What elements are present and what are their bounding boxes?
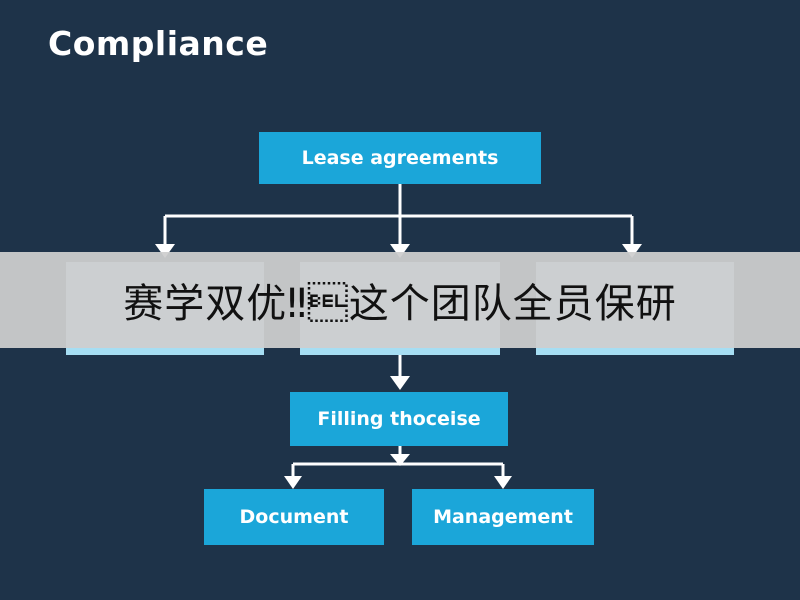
page-title: Compliance: [48, 24, 269, 63]
node-lease-agreements-label: Lease agreements: [301, 147, 499, 169]
node-document-label: Document: [239, 506, 349, 528]
overlay-banner-text: 赛学双优‼这个团队全员保研: [123, 281, 677, 327]
node-document: Document: [204, 489, 384, 545]
node-lease-agreements: Lease agreements: [259, 132, 541, 184]
overlay-banner: 赛学双优‼这个团队全员保研: [0, 252, 800, 348]
node-filling-process-label: Filling thoceise: [317, 408, 481, 430]
arrowhead-leaf-right: [494, 476, 512, 489]
arrowhead-process-bottom: [390, 454, 410, 466]
node-management: Management: [412, 489, 594, 545]
arrowhead-left: [155, 244, 175, 258]
node-management-label: Management: [433, 506, 573, 528]
arrowhead-process: [390, 376, 410, 390]
arrowhead-leaf-left: [284, 476, 302, 489]
node-filling-process: Filling thoceise: [290, 392, 508, 446]
arrowhead-middle: [390, 244, 410, 258]
arrowhead-right: [622, 244, 642, 258]
